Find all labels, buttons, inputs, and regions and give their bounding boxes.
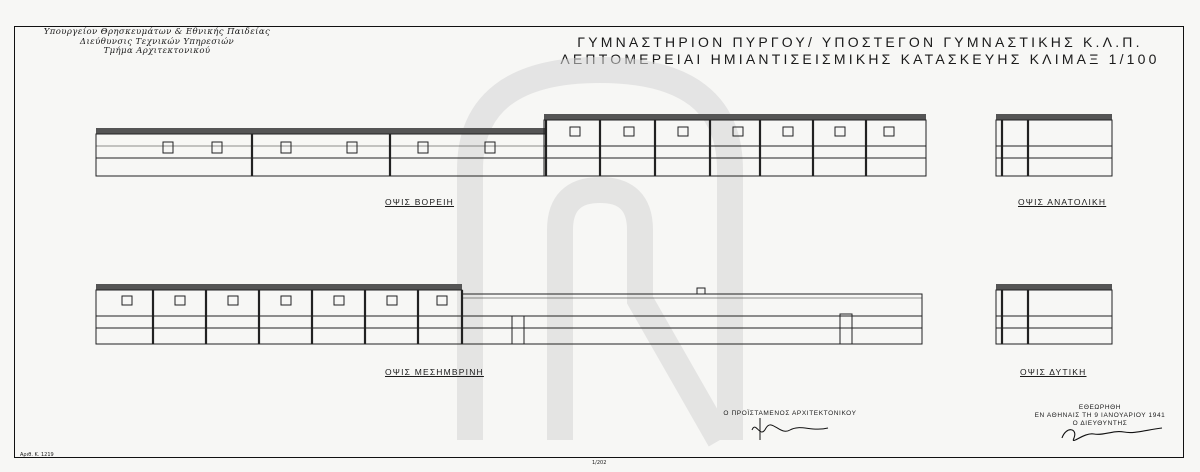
- approval-word: ΕΘΕΩΡΗΘΗ: [1078, 404, 1122, 411]
- architect-signature-block: Ο ΠΡΟΪΣΤΑΜΕΝΟΣ ΑΡΧΙΤΕΚΤΟΝΙΚΟΥ: [700, 410, 880, 418]
- west-elevation-label: ΟΨΙΣ ΔΥΤΙΚΗ: [1020, 367, 1087, 377]
- department-line: Διεύθυνσις Τεχνικών Υπηρεσιών: [79, 36, 235, 47]
- section-line: Τμήμα Αρχιτεκτονικού: [103, 46, 211, 56]
- east-elevation: [995, 114, 1113, 177]
- west-elevation: [995, 284, 1113, 345]
- title-line-1: ΓΥΜΝΑΣΤΗΡΙΟΝ ΠΥΡΓΟΥ/ ΥΠΟΣΤΕΓΟΝ ΓΥΜΝΑΣΤΙΚ…: [577, 34, 1143, 50]
- title-line-2: ΛΕΠΤΟΜΕΡΕΙΑΙ ΗΜΙΑΝΤΙΣΕΙΣΜΙΚΗΣ ΚΑΤΑΣΚΕΥΗΣ…: [560, 51, 1160, 67]
- drawing-title: ΓΥΜΝΑΣΤΗΡΙΟΝ ΠΥΡΓΟΥ/ ΥΠΟΣΤΕΓΟΝ ΓΥΜΝΑΣΤΙΚ…: [560, 34, 1160, 68]
- architect-title: Ο ΠΡΟΪΣΤΑΜΕΝΟΣ ΑΡΧΙΤΕΚΤΟΝΙΚΟΥ: [723, 410, 857, 417]
- ministry-line: Υπουργείον Θρησκευμάτων & Εθνικής Παιδεί…: [43, 27, 271, 37]
- director-signature: [1061, 427, 1163, 442]
- north-elevation: [95, 114, 927, 177]
- ministry-header: Υπουργείον Θρησκευμάτων & Εθνικής Παιδεί…: [42, 27, 272, 57]
- watermark-logo: [457, 56, 743, 447]
- approval-block: ΕΘΕΩΡΗΘΗ ΕΝ ΑΘΗΝΑΙΣ ΤΗ 9 ΙΑΝΟΥΑΡΙΟΥ 1941…: [1020, 404, 1180, 428]
- sheet-code-stamp: Αριθ. Κ. 1219: [20, 452, 54, 458]
- sheet-border: [14, 26, 1184, 458]
- architect-signature: [751, 418, 829, 440]
- bottom-mark: 1/202: [592, 460, 607, 466]
- approval-date: ΕΝ ΑΘΗΝΑΙΣ ΤΗ 9 ΙΑΝΟΥΑΡΙΟΥ 1941: [1034, 412, 1166, 419]
- east-elevation-label: ΟΨΙΣ ΑΝΑΤΟΛΙΚΗ: [1018, 197, 1107, 207]
- south-elevation-label: ΟΨΙΣ ΜΕΣΗΜΒΡΙΝΗ: [385, 367, 484, 377]
- south-elevation: [95, 284, 923, 345]
- north-elevation-label: ΟΨΙΣ ΒΟΡΕΙΗ: [385, 197, 455, 207]
- director-title: Ο ΔΙΕΥΘΥΝΤΗΣ: [1072, 420, 1128, 427]
